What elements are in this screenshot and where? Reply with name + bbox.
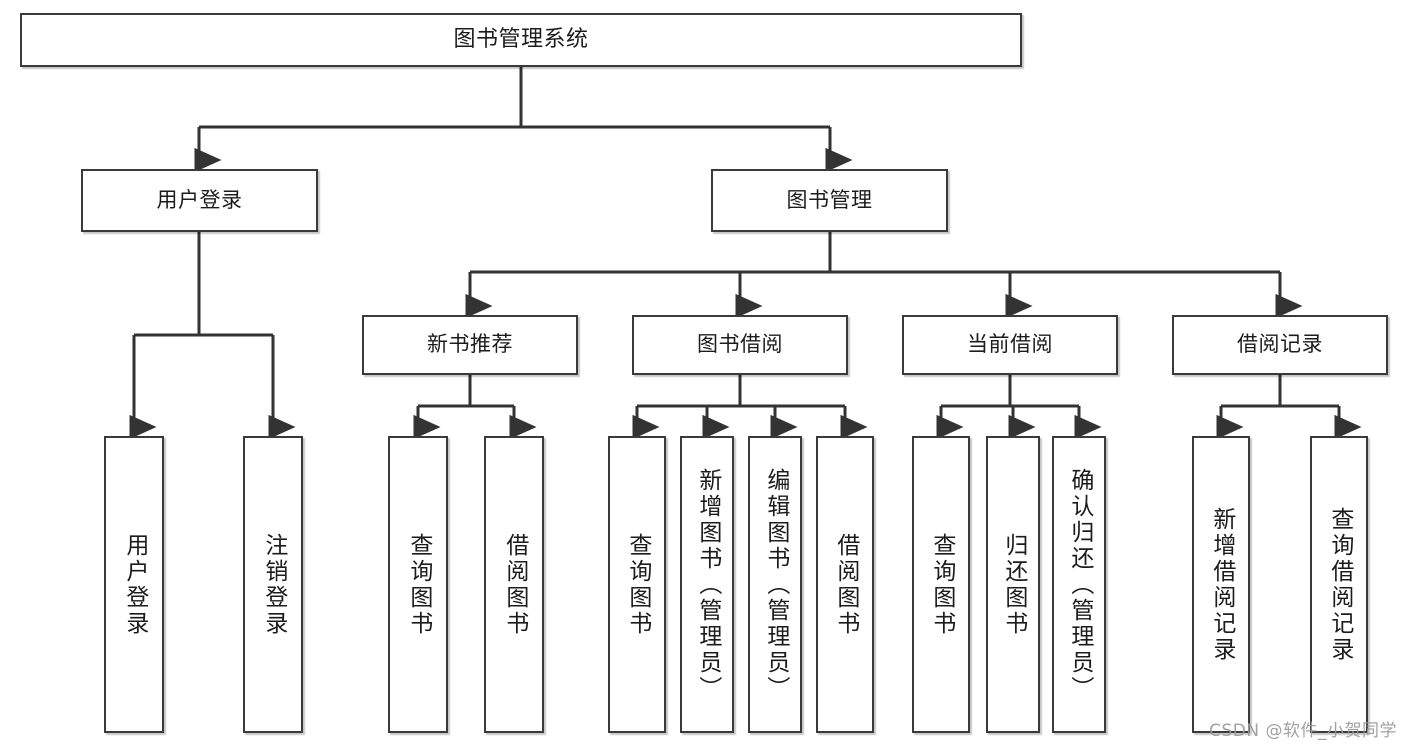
node-borrow-record-label: 借阅记录 bbox=[1237, 332, 1323, 357]
node-leaf-query-book-3-label: 查询图书 bbox=[928, 532, 955, 637]
node-leaf-query-book-1[interactable]: 查询图书 bbox=[388, 436, 448, 733]
connector-group-book-manage bbox=[465, 232, 1303, 319]
node-book-manage-label: 图书管理 bbox=[786, 187, 873, 212]
node-book-borrow[interactable]: 图书借阅 bbox=[632, 315, 848, 375]
connector-group-current-borrow bbox=[936, 375, 1102, 440]
node-leaf-query-record[interactable]: 查询借阅记录 bbox=[1310, 436, 1368, 733]
connector-group-root bbox=[194, 67, 853, 173]
node-leaf-return-book-label: 归还图书 bbox=[1000, 532, 1027, 637]
node-user-login[interactable]: 用户登录 bbox=[81, 169, 318, 232]
connector-group-book-borrow bbox=[632, 375, 868, 440]
node-leaf-borrow-book-2-label: 借阅图书 bbox=[832, 532, 859, 637]
node-book-borrow-label: 图书借阅 bbox=[697, 332, 783, 357]
node-leaf-return-book[interactable]: 归还图书 bbox=[986, 436, 1040, 733]
node-leaf-confirm-return[interactable]: 确认归还（管理员） bbox=[1052, 436, 1106, 733]
node-current-borrow-label: 当前借阅 bbox=[967, 332, 1053, 357]
node-leaf-edit-book-label: 编辑图书（管理员） bbox=[762, 467, 789, 702]
node-leaf-query-book-1-label: 查询图书 bbox=[405, 532, 432, 637]
node-borrow-record[interactable]: 借阅记录 bbox=[1172, 315, 1388, 375]
node-leaf-add-book-label: 新增图书（管理员） bbox=[694, 467, 721, 702]
node-leaf-borrow-book-2[interactable]: 借阅图书 bbox=[816, 436, 874, 733]
node-book-manage[interactable]: 图书管理 bbox=[711, 169, 948, 232]
node-leaf-add-record[interactable]: 新增借阅记录 bbox=[1192, 436, 1250, 733]
node-leaf-borrow-book-1[interactable]: 借阅图书 bbox=[484, 436, 544, 733]
node-leaf-edit-book[interactable]: 编辑图书（管理员） bbox=[748, 436, 802, 733]
node-user-login-label: 用户登录 bbox=[156, 187, 243, 212]
node-root[interactable]: 图书管理系统 bbox=[20, 13, 1022, 67]
node-leaf-query-book-2-label: 查询图书 bbox=[624, 532, 651, 637]
watermark-text: CSDN @软件_小贺同学 bbox=[1209, 721, 1397, 741]
connector-group-borrow-record bbox=[1216, 375, 1362, 440]
node-leaf-borrow-book-1-label: 借阅图书 bbox=[501, 532, 528, 637]
connector-group-user-login bbox=[129, 232, 296, 440]
node-leaf-user-logout-label: 注销登录 bbox=[260, 532, 287, 637]
node-leaf-add-record-label: 新增借阅记录 bbox=[1208, 506, 1235, 663]
node-leaf-query-book-2[interactable]: 查询图书 bbox=[608, 436, 666, 733]
node-leaf-user-logout[interactable]: 注销登录 bbox=[243, 436, 303, 733]
node-root-label: 图书管理系统 bbox=[453, 26, 589, 52]
node-leaf-query-record-label: 查询借阅记录 bbox=[1326, 506, 1353, 663]
connector-group-new-book-rec bbox=[413, 375, 537, 440]
node-leaf-confirm-return-label: 确认归还（管理员） bbox=[1066, 467, 1093, 702]
node-leaf-query-book-3[interactable]: 查询图书 bbox=[912, 436, 970, 733]
node-leaf-user-login[interactable]: 用户登录 bbox=[104, 436, 164, 733]
node-current-borrow[interactable]: 当前借阅 bbox=[902, 315, 1118, 375]
node-new-book-rec[interactable]: 新书推荐 bbox=[362, 315, 578, 375]
node-new-book-rec-label: 新书推荐 bbox=[427, 332, 513, 357]
node-leaf-user-login-label: 用户登录 bbox=[121, 532, 148, 637]
node-leaf-add-book[interactable]: 新增图书（管理员） bbox=[680, 436, 734, 733]
